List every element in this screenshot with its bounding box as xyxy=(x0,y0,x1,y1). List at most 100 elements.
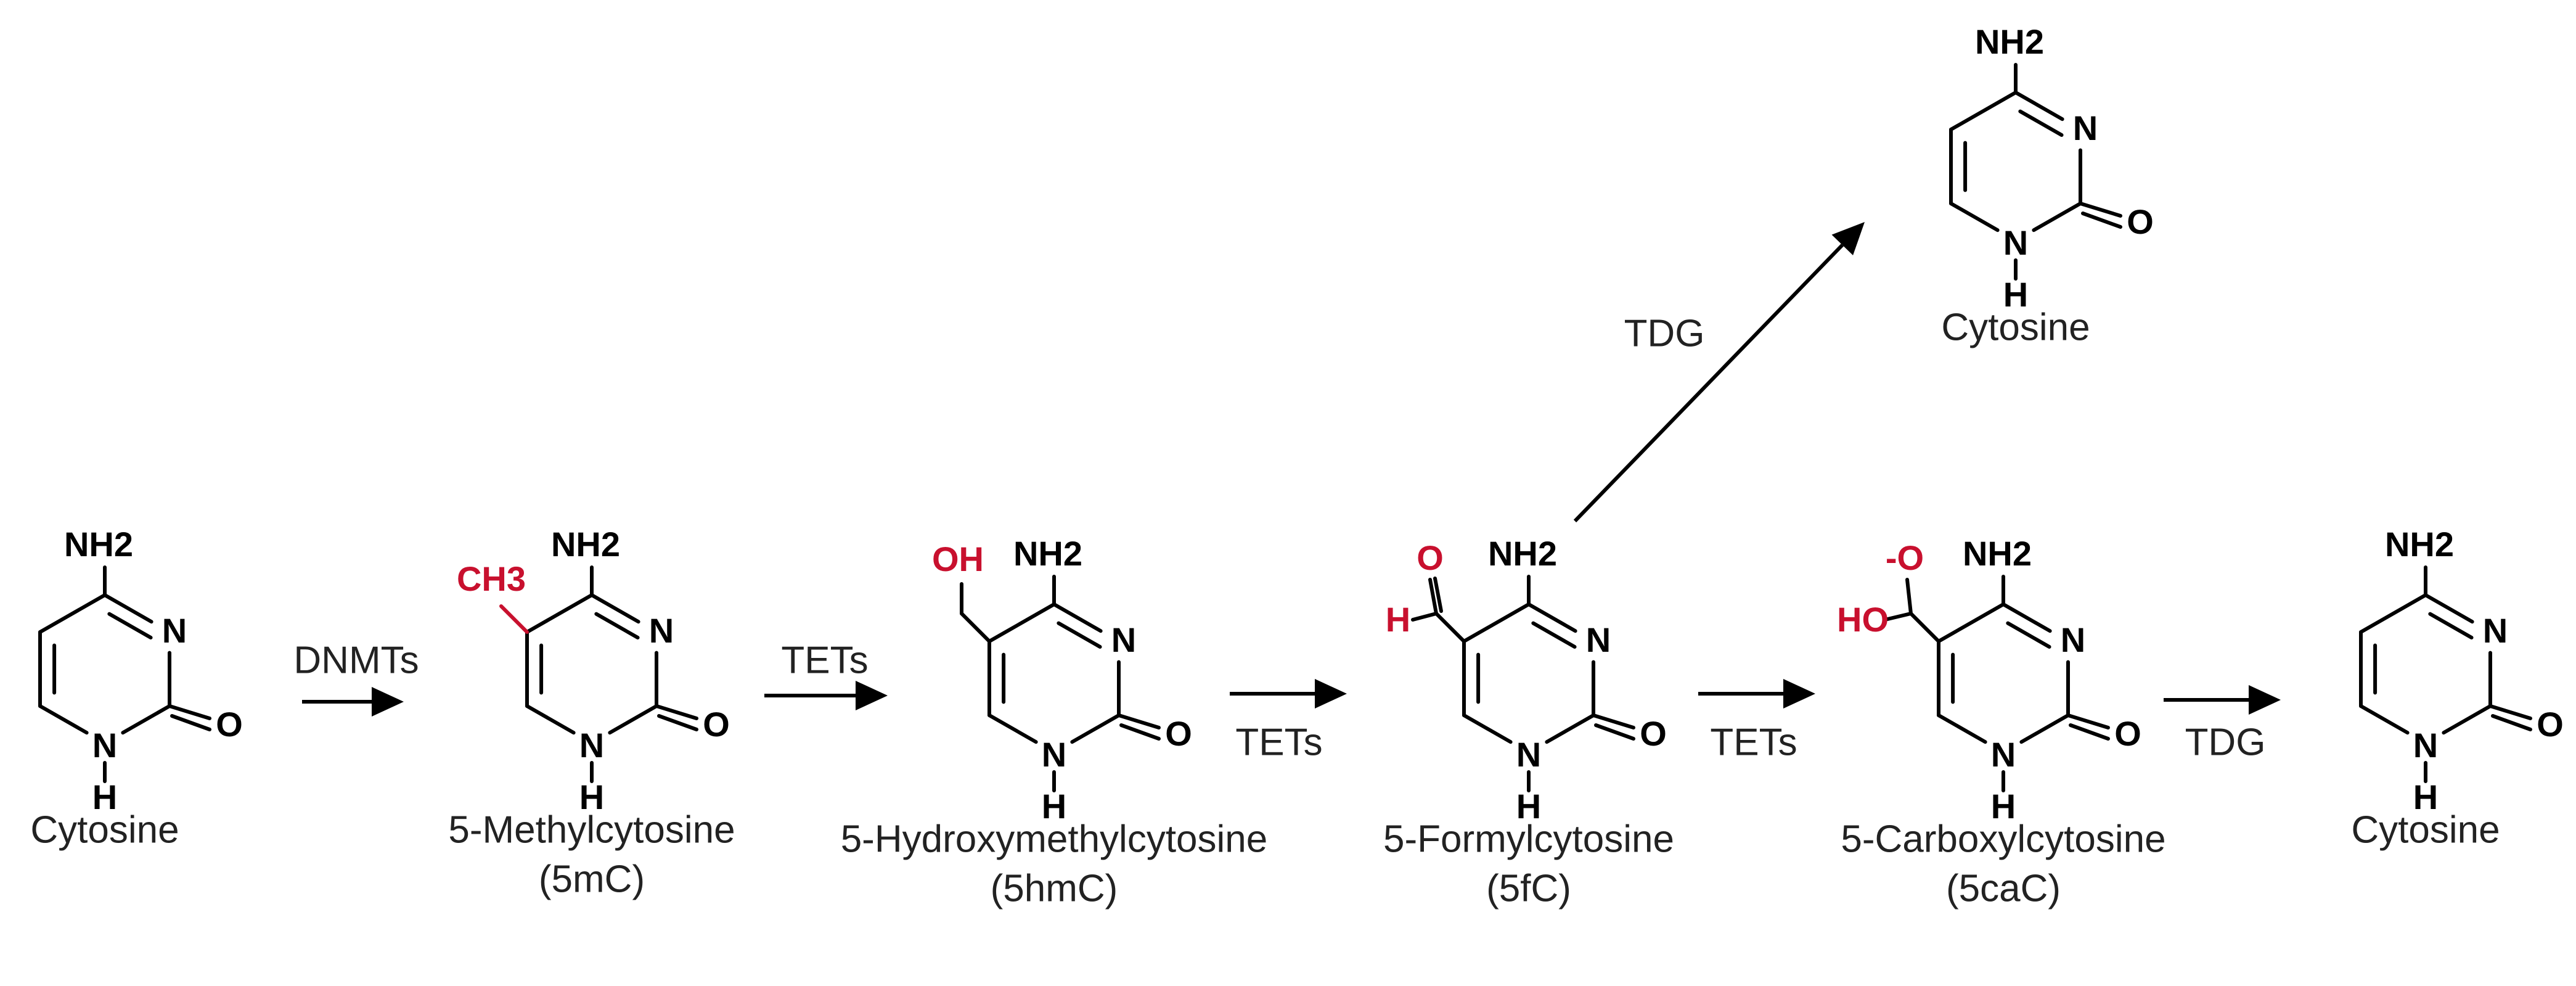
ring-nitrogen-n1-label: N xyxy=(1042,735,1066,774)
formyl-carbon-bond xyxy=(1434,612,1466,643)
molecule-name: Cytosine xyxy=(1941,306,2090,348)
enzyme-label-dnmts: DNMTs xyxy=(293,639,419,681)
molecule-abbreviation: (5hmC) xyxy=(991,867,1118,910)
bond-c4-n3 xyxy=(590,593,640,624)
bond-c2-o xyxy=(1117,713,1161,729)
bond-c2-o xyxy=(2488,704,2532,720)
molecule-name: Cytosine xyxy=(30,808,179,851)
ring-nitrogen-n1-label: N xyxy=(1991,735,2016,774)
double-bond-c4-n3 xyxy=(2428,612,2474,639)
bond-c2-n1 xyxy=(2032,202,2082,232)
amine-label: NH2 xyxy=(2385,525,2454,564)
ring-hydrogen-label: H xyxy=(579,778,604,816)
double-bond-c2-o xyxy=(1594,723,1635,741)
ring-nitrogen-n3-label: N xyxy=(2483,611,2508,650)
double-bond-c2-o xyxy=(2081,212,2122,229)
carbonyl-oxygen-label: O xyxy=(703,705,730,744)
arrow-head xyxy=(1315,679,1347,709)
bond-c4-n3 xyxy=(2424,593,2474,624)
carbonyl-oxygen-label: O xyxy=(2537,705,2564,744)
ring-nitrogen-n3-label: N xyxy=(649,611,674,650)
bond-n1-c6 xyxy=(38,704,89,735)
carbonyl-oxygen-label: O xyxy=(2114,714,2141,753)
molecule-abbreviation: (5mC) xyxy=(539,858,645,900)
formyl-double-bond-a xyxy=(1428,578,1438,615)
bond-n1-c6 xyxy=(1462,713,1513,744)
molecule-name: 5-Carboxylcytosine xyxy=(1841,818,2165,860)
bond-c5-c4 xyxy=(2359,593,2427,634)
carboxyl-o-bond xyxy=(1905,578,1913,615)
reaction-arrow-tets-1: TETs xyxy=(764,639,888,710)
ring-nitrogen-n3-label: N xyxy=(162,611,187,650)
bond-c4-n3 xyxy=(1052,602,1103,633)
ring-nitrogen-n3-label: N xyxy=(1111,620,1136,659)
bond-n1-c6 xyxy=(2359,704,2410,735)
carboxyl-carbon-bond xyxy=(1909,612,1940,643)
bond-c2-o xyxy=(2079,202,2122,218)
amine-label: NH2 xyxy=(1488,534,1557,573)
formyl-double-bond-b xyxy=(1433,577,1443,613)
bond-c5-c4 xyxy=(525,593,594,634)
reaction-arrow-tets-2: TETs xyxy=(1230,679,1347,763)
arrow-head xyxy=(1783,679,1815,709)
bond-c2-n1 xyxy=(1545,713,1595,744)
methyl-bond xyxy=(499,604,529,634)
amine-label: NH2 xyxy=(1013,534,1082,573)
amine-label: NH2 xyxy=(1963,534,2032,573)
reaction-arrow-tets-3: TETs xyxy=(1698,679,1815,763)
reaction-arrow-tdg-2: TDG xyxy=(1573,222,1865,523)
amine-label: NH2 xyxy=(551,525,620,564)
double-bond-c2-o xyxy=(170,714,211,731)
double-bond-c2-o xyxy=(2491,714,2532,731)
double-bond-c2-o xyxy=(657,714,698,731)
arrow-head xyxy=(1831,222,1865,256)
bond-c5-c4 xyxy=(987,602,1056,643)
bond-c5-c4 xyxy=(38,593,107,634)
ring-hydrogen-label: H xyxy=(2413,778,2438,816)
bond-c2-n1 xyxy=(121,704,171,735)
bond-c2-n1 xyxy=(1070,713,1121,744)
double-bond-c4-n3 xyxy=(2006,621,2051,649)
ring-nitrogen-n1-label: N xyxy=(92,726,117,765)
double-bond-c4-n3 xyxy=(107,612,153,639)
carbonyl-oxygen-label: O xyxy=(216,705,243,744)
hydroxyl-group-label: OH xyxy=(932,540,984,578)
reaction-arrow-dnmts: DNMTs xyxy=(293,639,419,717)
amine-label: NH2 xyxy=(64,525,133,564)
carbonyl-oxygen-label: O xyxy=(2127,202,2154,241)
bond-n1-c6 xyxy=(987,713,1038,744)
arrow-head xyxy=(856,681,888,710)
bond-n1-c6 xyxy=(525,704,576,735)
methylene-bond xyxy=(960,612,991,643)
enzyme-label-tdg-1: TDG xyxy=(2185,721,2266,763)
bond-c4-n3 xyxy=(103,593,153,624)
bond-c4-n3 xyxy=(2002,602,2052,633)
ring-hydrogen-label: H xyxy=(92,778,117,816)
bond-c2-n1 xyxy=(608,704,658,735)
bond-c2-o xyxy=(2066,713,2110,729)
molecule-abbreviation: (5fC) xyxy=(1486,867,1571,910)
ring-hydrogen-label: H xyxy=(2003,275,2028,314)
double-bond-c2-o xyxy=(2069,723,2110,741)
ring-nitrogen-n1-label: N xyxy=(579,726,604,765)
formyl-h-bond xyxy=(1411,612,1438,622)
formyl-oxygen-label: O xyxy=(1417,538,1444,577)
double-bond-c4-n3 xyxy=(1057,621,1102,649)
double-bond-c4-n3 xyxy=(1531,621,1577,649)
bond-c2-o xyxy=(1592,713,1635,729)
ring-hydrogen-label: H xyxy=(1516,787,1541,826)
ring-nitrogen-n1-label: N xyxy=(2413,726,2438,765)
molecule-abbreviation: (5caC) xyxy=(1946,867,2061,910)
carbonyl-oxygen-label: O xyxy=(1640,714,1667,753)
bond-c5-c4 xyxy=(1937,602,2005,643)
carboxyl-hydroxyl-label: HO xyxy=(1837,600,1889,639)
carboxyl-oh-bond xyxy=(1883,612,1913,622)
arrow-head xyxy=(372,687,404,717)
